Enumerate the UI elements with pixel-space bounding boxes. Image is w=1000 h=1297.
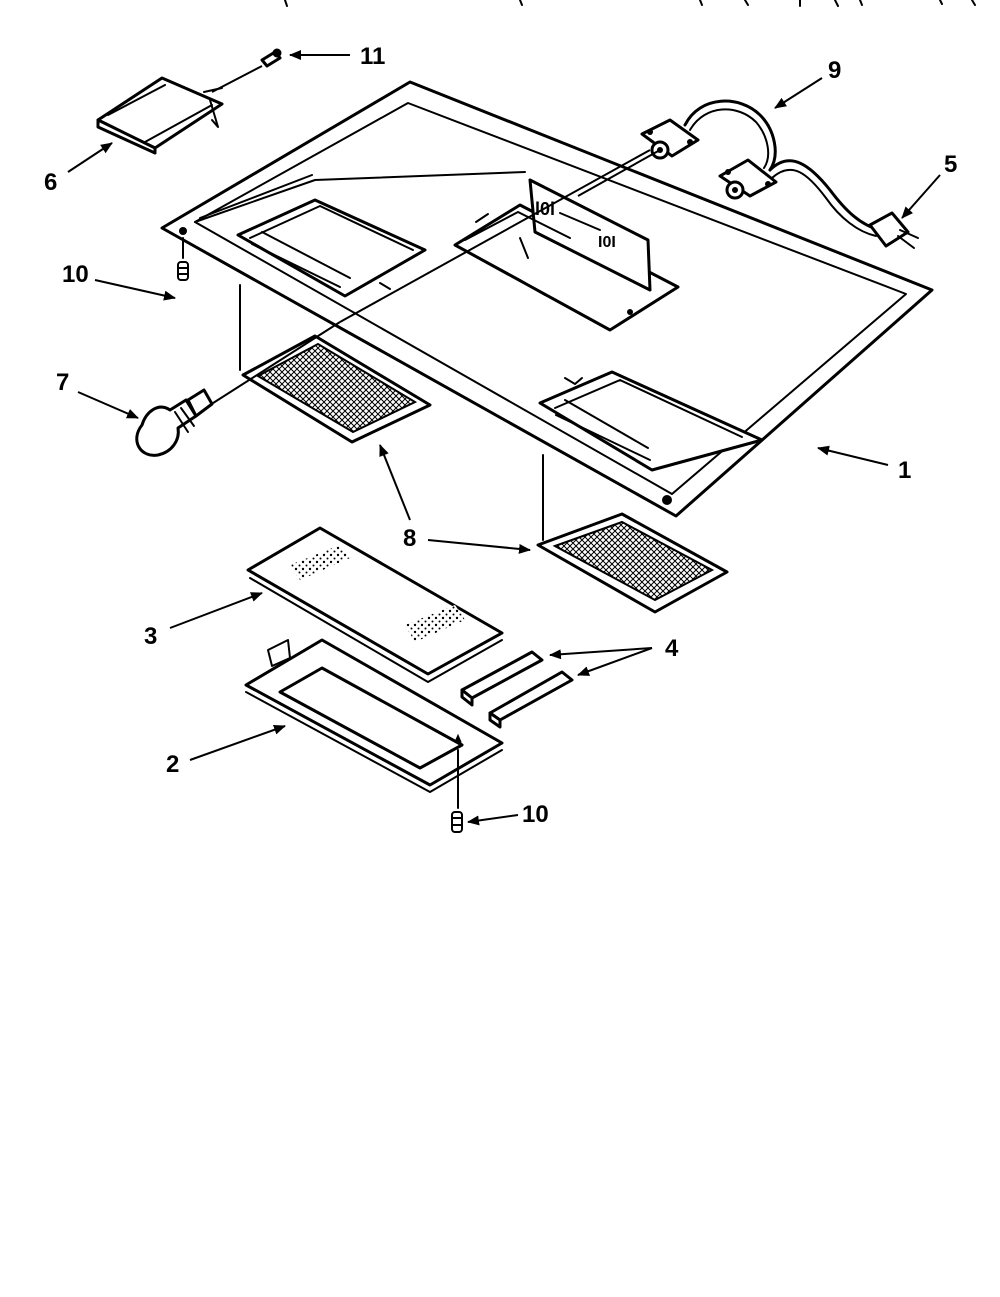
callout-5: 5 (944, 151, 957, 178)
panel-hole-left (179, 227, 187, 235)
filter-8-right (536, 454, 729, 614)
callout-3: 3 (144, 623, 157, 650)
callout-7: 7 (56, 369, 69, 396)
callout-6: 6 (44, 169, 57, 196)
filter-8-left (239, 284, 432, 444)
callout-labels: 1 2 3 4 5 6 7 8 9 10 10 11 (44, 43, 957, 828)
callout-2: 2 (166, 751, 179, 778)
strips-4 (460, 650, 574, 729)
callout-10-upper: 10 (62, 261, 89, 288)
light-bulb-7 (135, 388, 214, 457)
callout-8: 8 (403, 525, 416, 552)
callout-10-lower: 10 (522, 801, 549, 828)
callout-11: 11 (360, 43, 385, 70)
panel-hole-right (662, 495, 672, 505)
top-edge-fragments (284, 0, 976, 7)
screw-10-lower (451, 749, 463, 833)
screw-10-upper (177, 237, 189, 281)
leader-lines (67, 50, 941, 826)
wire-harness-9 (640, 99, 919, 249)
callout-4: 4 (665, 635, 679, 662)
frame-2 (244, 638, 504, 793)
cover-3 (246, 526, 504, 683)
main-panel: l0l I0I (160, 80, 934, 518)
screw-11 (260, 48, 282, 68)
socket-marking-2: I0I (598, 234, 616, 251)
bracket-6 (96, 76, 224, 155)
callout-9: 9 (828, 57, 841, 84)
callout-1: 1 (898, 457, 911, 484)
